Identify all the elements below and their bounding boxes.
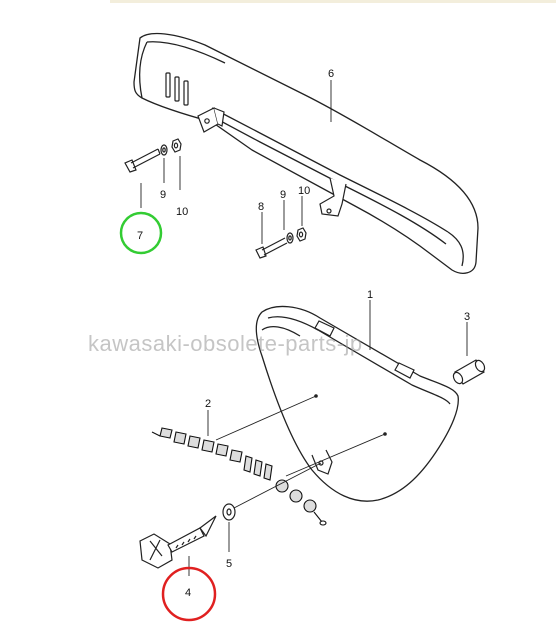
nut-10-lower — [296, 227, 307, 242]
bolt-8 — [255, 237, 288, 259]
callout-6: 6 — [328, 68, 334, 80]
emblem-mach-iii-500 — [151, 427, 327, 526]
red-highlight-circle-4 — [161, 566, 217, 622]
nut-10-upper — [171, 138, 182, 153]
watermark-text: kawasaki-obsolete-parts-jp — [88, 331, 363, 356]
grommet-3 — [452, 359, 486, 385]
callout-7: 7 — [137, 230, 143, 242]
washer-9-lower — [286, 232, 294, 244]
bolt-7 — [124, 148, 161, 173]
green-highlight-circle-7 — [119, 211, 163, 255]
chain-cover-bracket-rear — [319, 177, 347, 217]
side-cover — [255, 305, 459, 502]
chain-cover-vents — [165, 72, 189, 106]
callout-4: 4 — [185, 587, 191, 599]
screw-4 — [139, 515, 217, 569]
side-cover-tab — [311, 449, 333, 475]
chain-cover-bracket-front — [197, 107, 225, 133]
chain-cover — [133, 32, 479, 274]
side-cover-slots — [314, 320, 415, 379]
callout-1: 1 — [367, 289, 373, 301]
callout-9-upper: 9 — [160, 189, 166, 201]
callout-10-upper: 10 — [176, 206, 188, 218]
callout-2: 2 — [205, 398, 211, 410]
callout-5: 5 — [226, 558, 232, 570]
washer-9-upper — [160, 144, 168, 156]
leader-lines-lower — [188, 300, 468, 576]
header-bar — [110, 0, 556, 3]
callout-3: 3 — [464, 311, 470, 323]
callout-9-lower: 9 — [280, 189, 286, 201]
callout-10-lower: 10 — [298, 185, 310, 197]
callout-8: 8 — [258, 201, 264, 213]
washer-5 — [222, 503, 236, 521]
leader-lines-upper — [140, 80, 332, 244]
